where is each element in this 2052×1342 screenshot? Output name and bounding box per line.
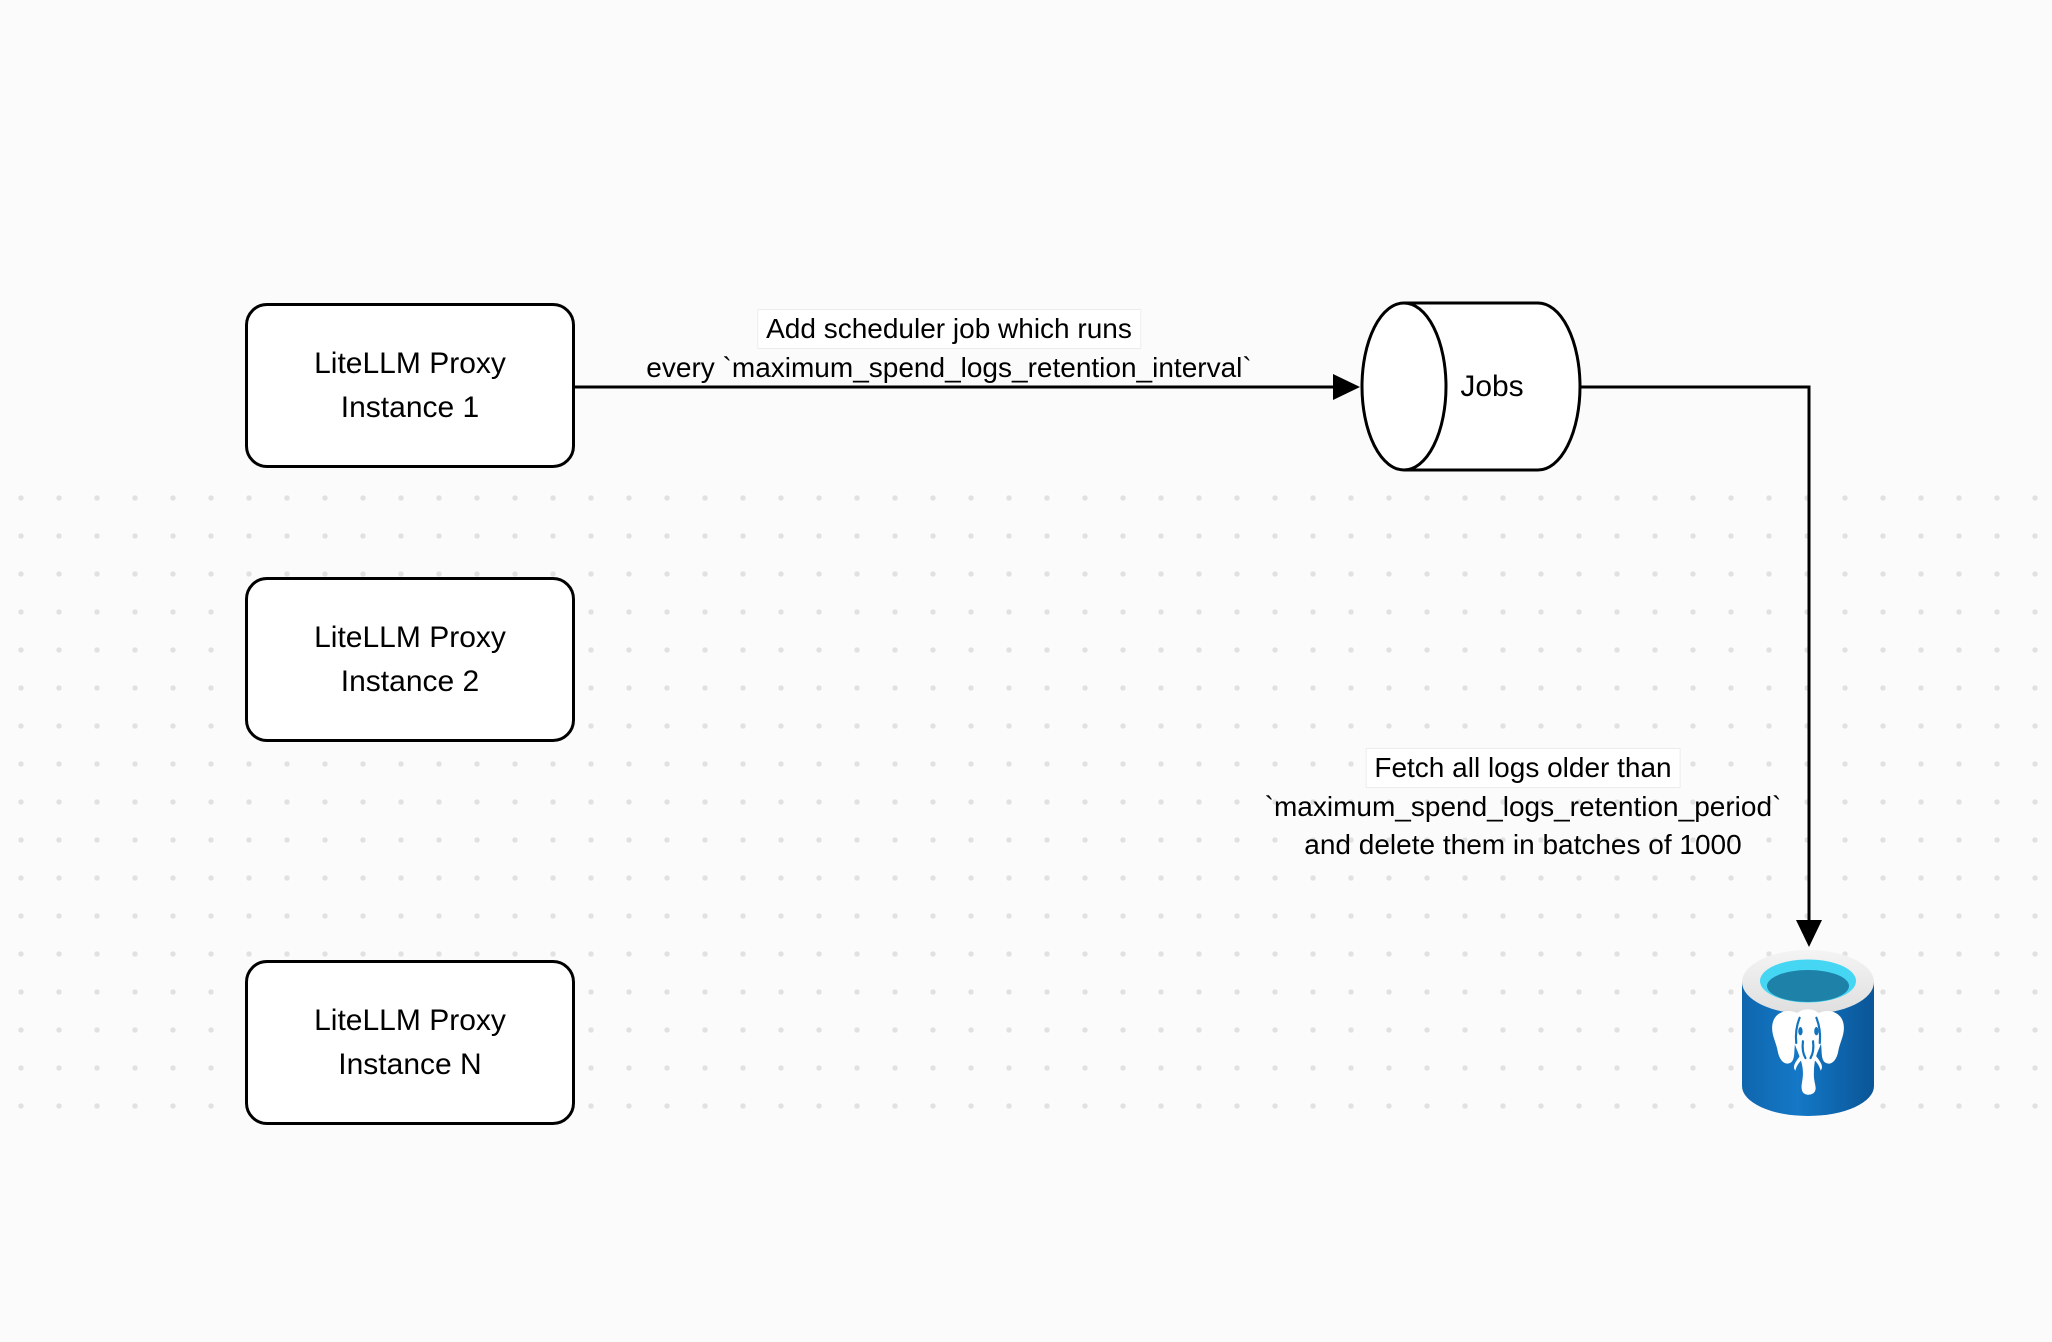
- delete-arrow: [1580, 385, 1822, 947]
- edge-label-line: Add scheduler job which runs: [757, 309, 1141, 349]
- edge-label-line: every `maximum_spend_logs_retention_inte…: [646, 352, 1252, 383]
- node-litellm-proxy-instance-1: LiteLLM Proxy Instance 1: [245, 303, 575, 468]
- postgres-elephant-glyph: [1772, 1009, 1844, 1095]
- scheduler-arrow: [575, 374, 1360, 400]
- fetch-delete-edge-label: Fetch all logs older than `maximum_spend…: [1264, 748, 1782, 864]
- edge-label-line: Fetch all logs older than: [1365, 748, 1681, 788]
- node-label: LiteLLM Proxy Instance 2: [314, 620, 506, 698]
- jobs-queue-cylinder: [1360, 301, 1582, 472]
- node-label: LiteLLM Proxy Instance N: [314, 1003, 506, 1081]
- edge-label-line: and delete them in batches of 1000: [1304, 829, 1742, 860]
- edge-label-line: `maximum_spend_logs_retention_period`: [1264, 791, 1782, 822]
- node-jobs-label: Jobs: [1460, 369, 1524, 403]
- scheduler-edge-label: Add scheduler job which runs every `maxi…: [646, 309, 1252, 387]
- node-litellm-proxy-instance-n: LiteLLM Proxy Instance N: [245, 960, 575, 1125]
- postgresql-database-icon: [1742, 950, 1874, 1116]
- node-litellm-proxy-instance-2: LiteLLM Proxy Instance 2: [245, 577, 575, 742]
- node-label: LiteLLM Proxy Instance 1: [314, 346, 506, 424]
